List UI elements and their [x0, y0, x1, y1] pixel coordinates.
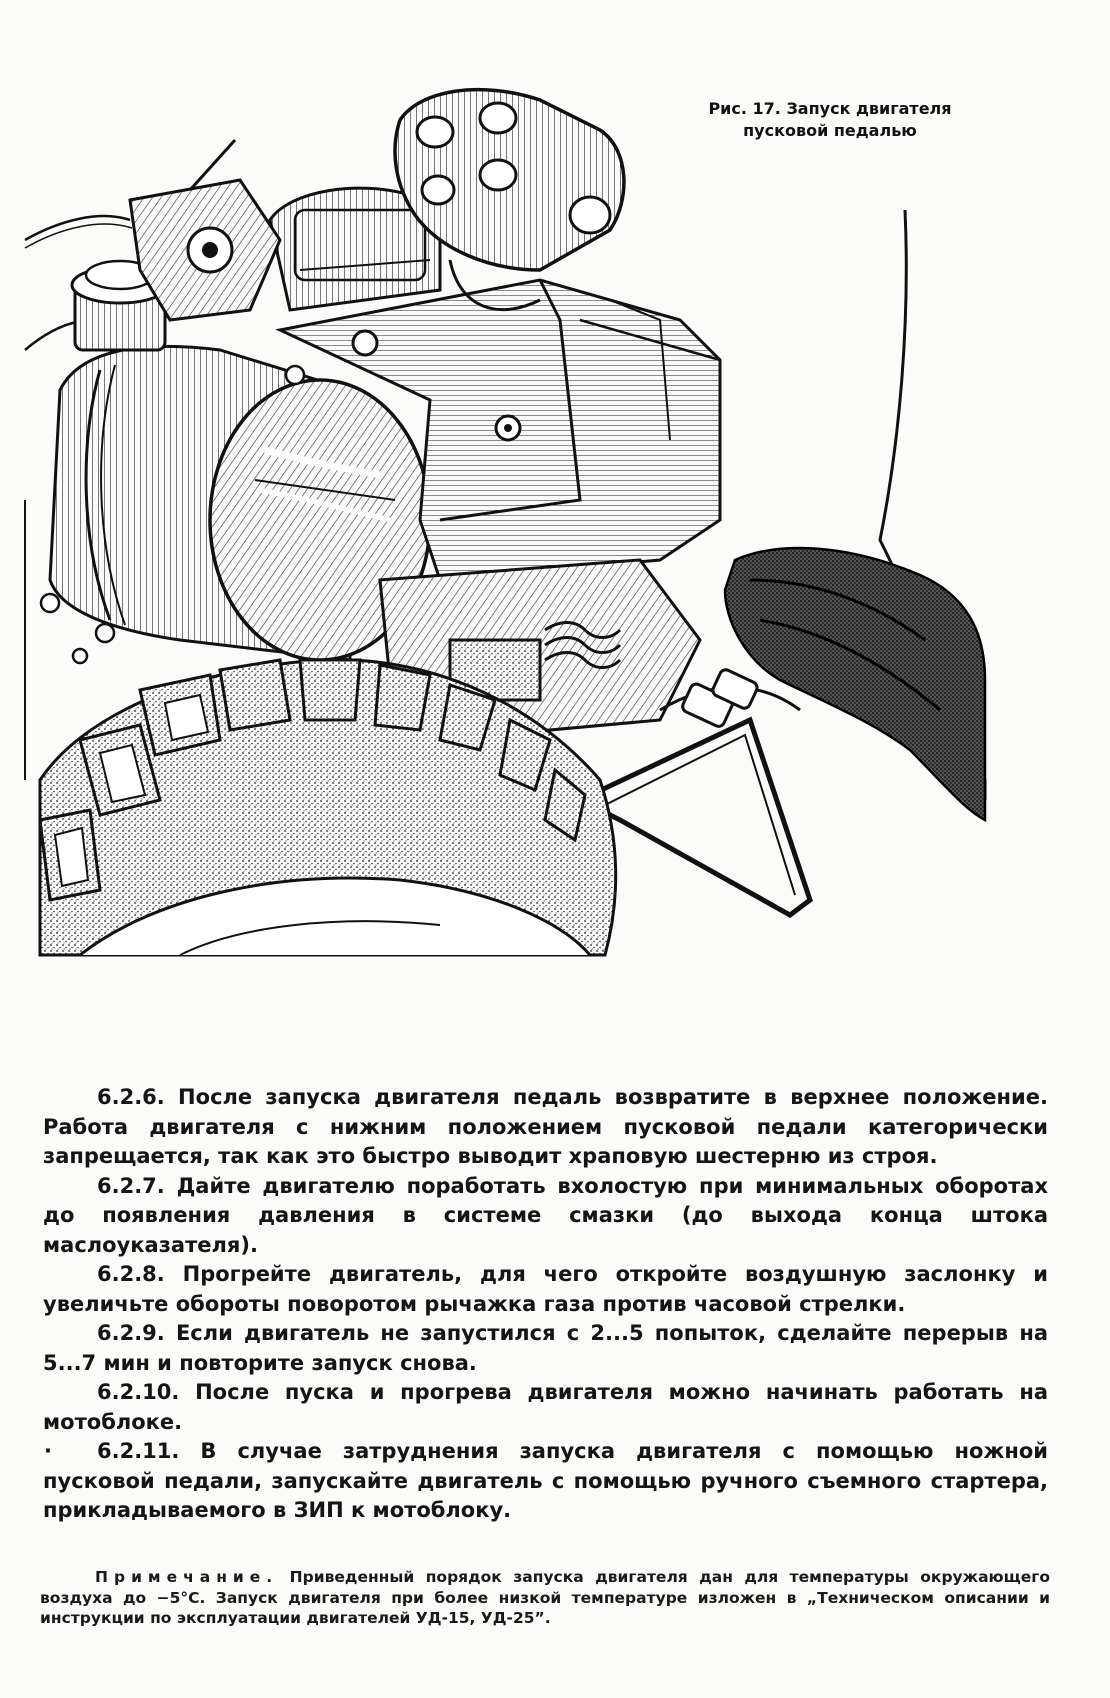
paragraph-6-2-6: 6.2.6. После запуска двигателя педаль во… — [43, 1085, 1048, 1168]
paragraph-6-2-9: 6.2.9. Если двигатель не запустился с 2.… — [43, 1321, 1048, 1375]
engine-start-illustration — [20, 20, 1090, 1050]
paragraph-6-2-10: 6.2.10. После пуска и прогрева двигателя… — [43, 1380, 1048, 1434]
note-label: Примечание. — [95, 1568, 279, 1586]
figure-caption-line2: пусковой педалью — [743, 121, 917, 141]
paragraph-6-2-7: 6.2.7. Дайте двигателю поработать вхолос… — [43, 1173, 1048, 1257]
paragraph-6-2-11-text: 6.2.11. В случае затруднения запуска дви… — [43, 1439, 1048, 1522]
instructions-body: 6.2.6. После запуска двигателя педаль во… — [43, 1083, 1048, 1526]
note-text: Приведенный порядок запуска двигателя да… — [40, 1568, 1050, 1627]
note-block: Примечание. Приведенный порядок запуска … — [40, 1567, 1050, 1629]
paragraph-6-2-11: ·6.2.11. В случае затруднения запуска дв… — [43, 1437, 1048, 1526]
figure-caption-line1: Рис. 17. Запуск двигателя — [708, 99, 952, 118]
figure-caption: Рис. 17. Запуск двигателя пусковой педал… — [665, 98, 995, 143]
paragraph-6-2-8: 6.2.8. Прогрейте двигатель, для чего отк… — [43, 1262, 1048, 1316]
bullet-marker: · — [44, 1439, 52, 1463]
